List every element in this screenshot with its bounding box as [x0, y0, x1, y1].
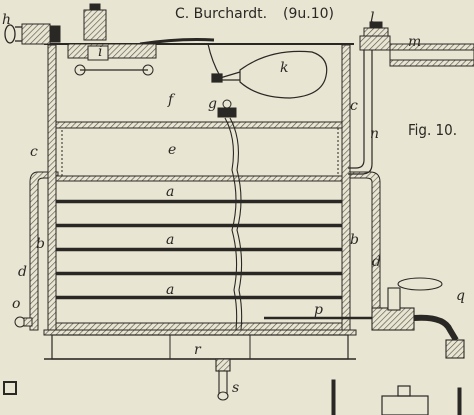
letter-labels: h i k l m f g c c e n a a a b b d d o p …: [2, 10, 465, 396]
label-n: n: [370, 126, 379, 142]
label-d-right: d: [372, 254, 381, 270]
label-k: k: [280, 60, 288, 76]
central-wire: [224, 117, 243, 331]
vent-l: [363, 21, 389, 37]
label-s: s: [232, 380, 239, 396]
label-l: l: [370, 10, 374, 26]
inlet-valve-assembly: [21, 3, 157, 76]
inner-vessel-walls: [47, 44, 351, 336]
screw-o: [14, 316, 33, 328]
label-g: g: [208, 96, 217, 112]
label-i: i: [98, 44, 102, 60]
float-lever: [139, 38, 215, 46]
label-q: q: [456, 288, 465, 304]
label-p: p: [314, 302, 323, 318]
header-author: C. Burchardt.: [175, 6, 267, 22]
label-d-left: d: [18, 264, 27, 280]
plate-stack: [55, 199, 343, 300]
label-c-right: c: [350, 98, 358, 114]
outlet-pipe-m: [359, 35, 474, 67]
base-chamber: [43, 322, 357, 360]
chamber-separator: [55, 121, 343, 182]
label-c-left: c: [30, 144, 38, 160]
outer-jacket: [29, 171, 381, 331]
label-f: f: [167, 92, 176, 108]
label-h: h: [2, 12, 11, 28]
tap-q: [264, 277, 465, 359]
label-b-left: b: [36, 236, 45, 252]
figure-label: Fig. 10.: [408, 121, 457, 139]
drain-s: [215, 358, 231, 401]
riser-pipe-n: [348, 50, 373, 175]
header-ref: (9u.10): [283, 6, 334, 22]
label-b-right: b: [350, 232, 359, 248]
label-o: o: [12, 296, 20, 312]
float-rod: [207, 43, 221, 77]
valve-g: [217, 99, 237, 118]
label-a-3: a: [166, 282, 174, 298]
label-a-2: a: [166, 232, 174, 248]
label-r: r: [194, 342, 202, 358]
label-m: m: [408, 34, 421, 50]
float-k: [211, 50, 328, 99]
label-a-1: a: [166, 184, 174, 200]
partial-next-figure: [3, 379, 462, 415]
label-e: e: [168, 142, 176, 158]
inlet-pipe-h: [4, 24, 22, 44]
